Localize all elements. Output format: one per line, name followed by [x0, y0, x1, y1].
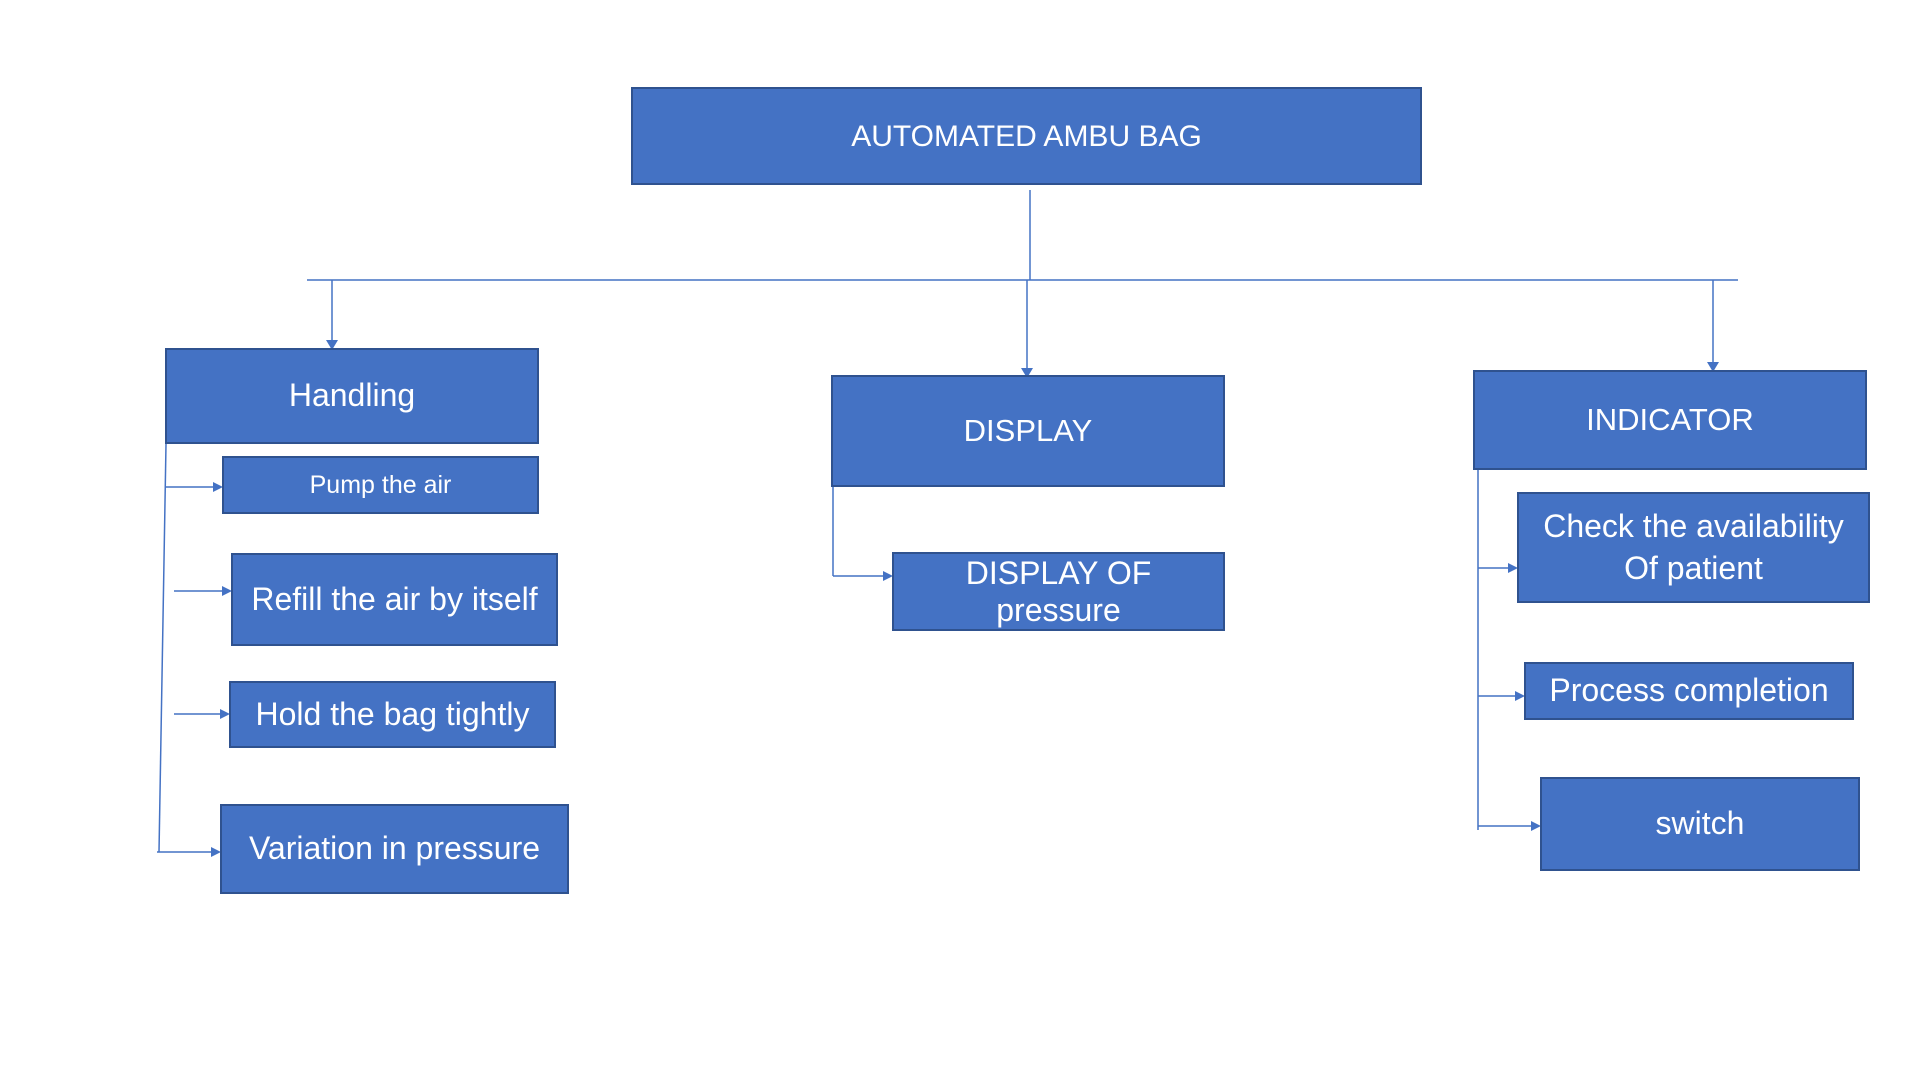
arrow-display: [1021, 368, 1033, 378]
child-node-check-availability: Check the availability Of patient: [1517, 492, 1870, 603]
arrow-handling-1: [213, 482, 223, 492]
branch-node-indicator-label: INDICATOR: [1586, 401, 1754, 437]
branch-node-handling-label: Handling: [288, 377, 416, 414]
root-node: AUTOMATED AMBU BAG: [631, 87, 1422, 185]
child-node-switch: switch: [1540, 777, 1860, 871]
child-node-refill-the-air-label: Refill the air by itself: [251, 580, 538, 617]
child-node-variation-in-pressure: Variation in pressure: [220, 804, 569, 894]
child-node-hold-the-bag: Hold the bag tightly: [229, 681, 556, 748]
child-node-check-availability-label: Check the availability Of patient: [1543, 507, 1844, 586]
branch-node-display: DISPLAY: [831, 375, 1225, 487]
handling-spine: [158, 443, 167, 853]
child-node-pump-the-air-label: Pump the air: [309, 470, 452, 499]
arrow-handling: [326, 340, 338, 350]
child-node-variation-in-pressure-label: Variation in pressure: [248, 830, 541, 867]
branch-node-handling: Handling: [165, 348, 539, 444]
child-node-refill-the-air: Refill the air by itself: [231, 553, 558, 646]
branch-node-display-label: DISPLAY: [963, 412, 1093, 448]
child-node-display-of-pressure: DISPLAY OF pressure: [892, 552, 1225, 631]
arrow-display-1: [883, 571, 893, 581]
child-node-process-completion: Process completion: [1524, 662, 1854, 720]
arrow-handling-4: [211, 847, 221, 857]
child-node-pump-the-air: Pump the air: [222, 456, 539, 514]
arrow-indicator-3: [1531, 821, 1541, 831]
child-node-hold-the-bag-label: Hold the bag tightly: [255, 695, 530, 732]
child-node-process-completion-label: Process completion: [1549, 672, 1829, 709]
arrow-indicator: [1707, 362, 1719, 372]
arrow-indicator-2: [1515, 691, 1525, 701]
child-node-display-of-pressure-label: DISPLAY OF pressure: [965, 554, 1152, 628]
arrow-indicator-1: [1508, 563, 1518, 573]
root-node-label: AUTOMATED AMBU BAG: [851, 119, 1202, 153]
arrow-handling-3: [220, 709, 230, 719]
branch-node-indicator: INDICATOR: [1473, 370, 1867, 470]
child-node-switch-label: switch: [1655, 805, 1745, 842]
arrow-handling-2: [222, 586, 232, 596]
